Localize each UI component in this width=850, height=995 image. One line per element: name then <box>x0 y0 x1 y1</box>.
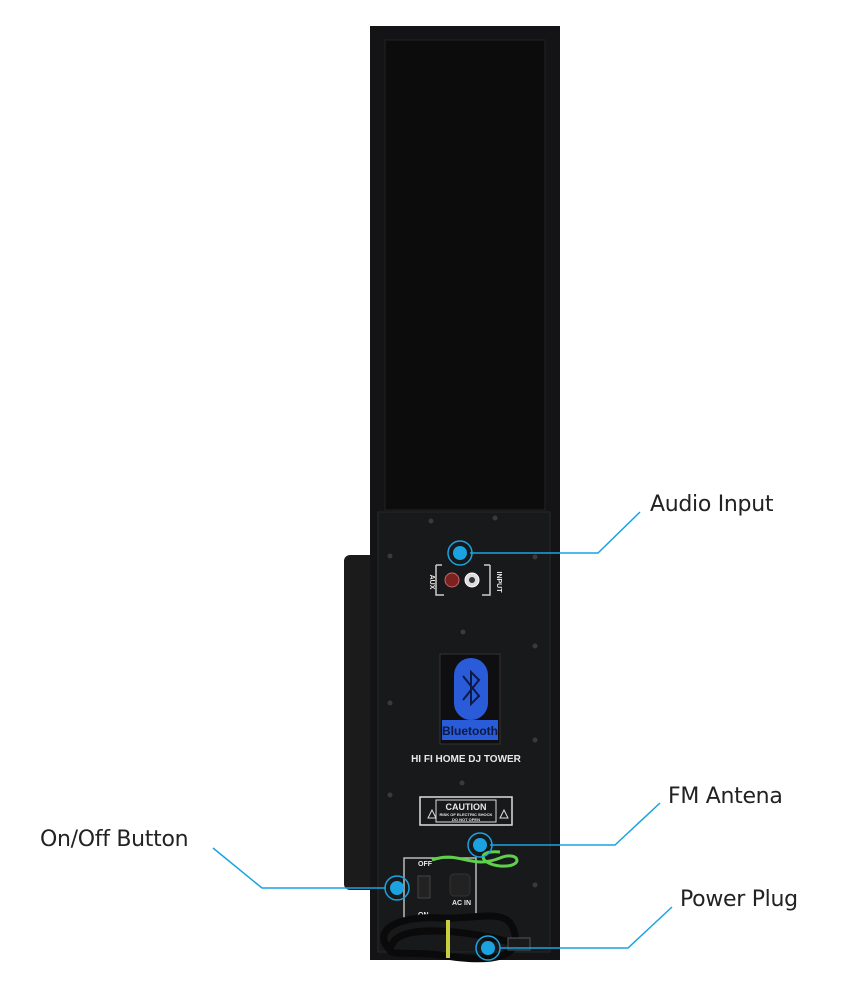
callout-lines <box>212 511 673 949</box>
callout-markers <box>384 540 501 961</box>
aux-bracket <box>435 564 491 596</box>
callout-fm-antenna: FM Antena <box>668 784 783 809</box>
upper-recess <box>384 39 546 511</box>
ac-socket <box>449 873 471 897</box>
side-panel <box>344 555 376 890</box>
power-cord <box>380 912 522 963</box>
callout-on-off-button: On/Off Button <box>40 827 189 852</box>
callout-audio-input: Audio Input <box>650 492 774 517</box>
caution-line2: DO NOT OPEN <box>452 817 480 822</box>
input-label: INPUT <box>495 572 502 594</box>
caution-line1: RISK OF ELECTRIC SHOCK <box>440 812 493 817</box>
aux-label: AUX <box>428 575 435 590</box>
ac-in-label: AC IN <box>452 900 471 907</box>
fm-antenna-wire <box>431 850 519 868</box>
switch-off-label: OFF <box>418 861 433 868</box>
bluetooth-label: Bluetooth <box>442 724 498 738</box>
callout-power-plug: Power Plug <box>680 887 798 912</box>
warning-triangle-icon <box>427 808 509 819</box>
caution-label <box>419 796 513 826</box>
caution-title: CAUTION <box>446 802 487 812</box>
model-label: HI FI HOME DJ TOWER <box>411 754 522 765</box>
screws <box>387 515 538 888</box>
power-switch <box>417 875 431 899</box>
aux-jack-red <box>444 572 460 588</box>
